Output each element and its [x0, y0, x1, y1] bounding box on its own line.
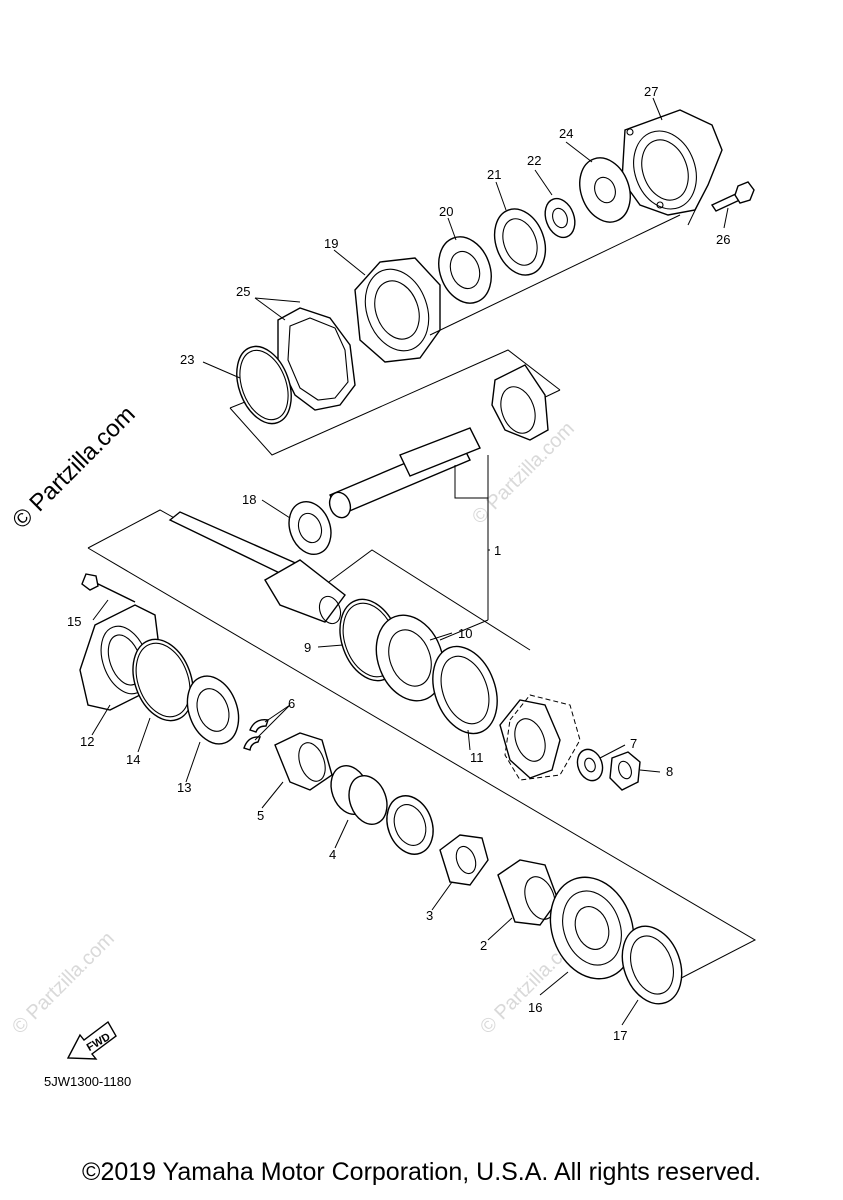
- callout-13: 13: [177, 780, 191, 795]
- callout-24: 24: [559, 126, 573, 141]
- callout-20: 20: [439, 204, 453, 219]
- part-11-bearing-race: [432, 645, 498, 735]
- callout-11: 11: [470, 750, 484, 765]
- callout-9: 9: [304, 640, 311, 655]
- part-6-circlip: [243, 719, 269, 751]
- part-27-housing-cover: [621, 109, 723, 226]
- callout-8: 8: [666, 764, 673, 779]
- callout-27: 27: [644, 84, 658, 99]
- callout-18: 18: [242, 492, 256, 507]
- callout-17: 17: [613, 1028, 627, 1043]
- part-4-spring: [330, 765, 434, 855]
- callout-23: 23: [180, 352, 194, 367]
- callout-labels: 27 24 22 21 20 19 25 23 26 18 1 15 9 10 …: [67, 84, 730, 1043]
- part-21-bearing: [493, 208, 547, 276]
- watermark-side: © Partzilla.com: [7, 401, 140, 534]
- callout-14: 14: [126, 752, 140, 767]
- lower-assembly-frame: [87, 498, 757, 991]
- watermark-faint-2: © Partzilla.com: [8, 928, 119, 1039]
- part-19-bearing-housing: [354, 214, 681, 363]
- callout-25: 25: [236, 284, 250, 299]
- copyright-notice: ©2019 Yamaha Motor Corporation, U.S.A. A…: [82, 1158, 761, 1186]
- forward-arrow-icon: FWD: [66, 1020, 117, 1060]
- callout-2: 2: [480, 938, 487, 953]
- callout-leaders: [91, 97, 729, 1026]
- callout-15: 15: [67, 614, 81, 629]
- lower-drive-shaft: [168, 511, 346, 625]
- part-3-dog-clutch: [439, 834, 489, 886]
- part-13-bearing: [186, 675, 240, 745]
- part-25-gasket: [277, 307, 356, 411]
- part-15-bolt: [81, 573, 136, 603]
- part-16-gear: [549, 876, 635, 980]
- part-20-bearing: [438, 236, 492, 304]
- callout-10: 10: [458, 626, 472, 641]
- callout-26: 26: [716, 232, 730, 247]
- callout-21: 21: [487, 167, 501, 182]
- part-14-o-ring: [132, 638, 194, 722]
- callout-19: 19: [324, 236, 338, 251]
- part-7-lock-washer: [576, 748, 604, 782]
- callout-12: 12: [80, 734, 94, 749]
- part-23-o-ring: [236, 345, 292, 425]
- part-8-nut: [609, 751, 641, 791]
- callout-5: 5: [257, 808, 264, 823]
- part-18-bearing: [288, 501, 332, 555]
- part-24-plate: [579, 157, 631, 223]
- part-5-collar: [274, 732, 333, 791]
- part-10-bearing: [375, 614, 445, 702]
- diagram-code: 5JW1300-1180: [44, 1074, 132, 1089]
- fwd-label: FWD: [85, 1031, 113, 1054]
- callout-22: 22: [527, 153, 541, 168]
- upper-drive-shaft-and-gear: [328, 364, 549, 519]
- part-22-nut: [544, 197, 576, 239]
- callout-4: 4: [329, 847, 336, 862]
- callout-7: 7: [630, 736, 637, 751]
- part-26-bolt: [710, 181, 755, 212]
- part-17-bearing: [621, 925, 683, 1005]
- callout-16: 16: [528, 1000, 542, 1015]
- lower-bevel-gear: [499, 694, 581, 781]
- callout-3: 3: [426, 908, 433, 923]
- callout-1: 1: [494, 543, 501, 558]
- callout-6: 6: [288, 696, 295, 711]
